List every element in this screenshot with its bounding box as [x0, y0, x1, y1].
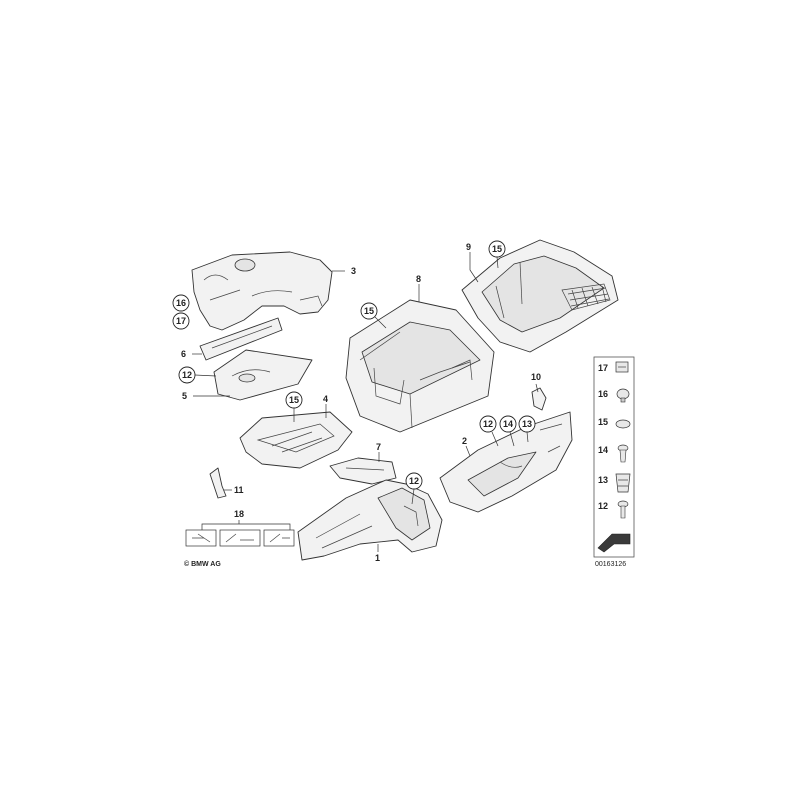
label-part-8: 8: [416, 274, 421, 284]
warning-label-1: [185, 529, 217, 547]
label-part-6: 6: [181, 349, 186, 359]
part-4-tray[interactable]: [239, 411, 353, 469]
part-8-storage-box[interactable]: [345, 299, 495, 433]
label-part-11: 11: [234, 485, 244, 495]
fastener-15-row: 15: [598, 417, 631, 429]
part-11-bracket[interactable]: [209, 467, 227, 499]
diagram-number: 00163126: [595, 561, 626, 568]
label-part-1: 1: [375, 553, 380, 563]
part-10-clip[interactable]: [531, 387, 547, 411]
callout-15-part8: 15: [360, 302, 387, 329]
svg-text:14: 14: [598, 445, 608, 455]
part-5-floor-panel[interactable]: [213, 349, 313, 401]
copyright-text: © BMW AG: [184, 560, 221, 568]
callout-13-part2: 13: [518, 415, 536, 443]
callout-12-part1: 12: [405, 472, 423, 505]
callout-15-part4: 15: [285, 391, 303, 422]
push-rivet-icon: [617, 500, 629, 519]
part-3-side-trim[interactable]: [191, 251, 333, 331]
callout-12-part2: 12: [479, 415, 499, 447]
fastener-13-row: 13: [598, 473, 631, 493]
svg-text:15: 15: [492, 244, 502, 254]
callout-16: 16: [172, 294, 190, 312]
label-part-3: 3: [351, 266, 356, 276]
svg-text:16: 16: [176, 298, 186, 308]
callout-12-left: 12: [178, 366, 217, 384]
spring-clip-icon: [615, 473, 631, 493]
svg-text:12: 12: [483, 419, 493, 429]
svg-text:14: 14: [503, 419, 513, 429]
part-6-trim-strip[interactable]: [199, 317, 283, 361]
part-18-labels: 18: [185, 509, 295, 547]
svg-text:17: 17: [598, 363, 608, 373]
svg-text:12: 12: [598, 501, 608, 511]
expanding-rivet-icon: [617, 444, 629, 463]
svg-text:15: 15: [364, 306, 374, 316]
callout-17: 17: [172, 312, 190, 330]
part-2-side-trim[interactable]: [439, 411, 573, 513]
svg-text:16: 16: [598, 389, 608, 399]
fastener-panel: 17 16 15 14 13 12: [593, 356, 635, 558]
part-7-bracket[interactable]: [329, 457, 397, 485]
warning-label-2: [219, 529, 261, 547]
cap-icon: [615, 419, 631, 429]
plug-icon: [616, 388, 630, 403]
svg-text:15: 15: [598, 417, 608, 427]
fastener-12-row: 12: [598, 500, 629, 519]
warning-label-3: [263, 529, 295, 547]
svg-text:17: 17: [176, 316, 186, 326]
label-part-5: 5: [182, 391, 187, 401]
label-part-4: 4: [323, 394, 328, 404]
label-part-7: 7: [376, 442, 381, 452]
clip-icon: [615, 361, 629, 373]
label-part-2: 2: [462, 436, 467, 446]
cargo-net: [561, 283, 611, 311]
label-part-9: 9: [466, 242, 471, 252]
fastener-17-row: 17: [598, 361, 629, 373]
svg-text:12: 12: [409, 476, 419, 486]
svg-text:12: 12: [182, 370, 192, 380]
svg-text:15: 15: [289, 395, 299, 405]
label-part-10: 10: [531, 372, 541, 382]
part-1-floor-trim[interactable]: [297, 479, 443, 561]
fastener-16-row: 16: [598, 388, 630, 403]
fastener-14-row: 14: [598, 444, 629, 463]
callout-14-part2: 14: [499, 415, 517, 447]
callout-15-part9: 15: [488, 240, 506, 269]
svg-text:13: 13: [522, 419, 532, 429]
svg-text:13: 13: [598, 475, 608, 485]
label-part-18: 18: [234, 509, 244, 519]
arrow-icon: [597, 533, 631, 553]
part-9-storage-tray[interactable]: [461, 239, 619, 353]
